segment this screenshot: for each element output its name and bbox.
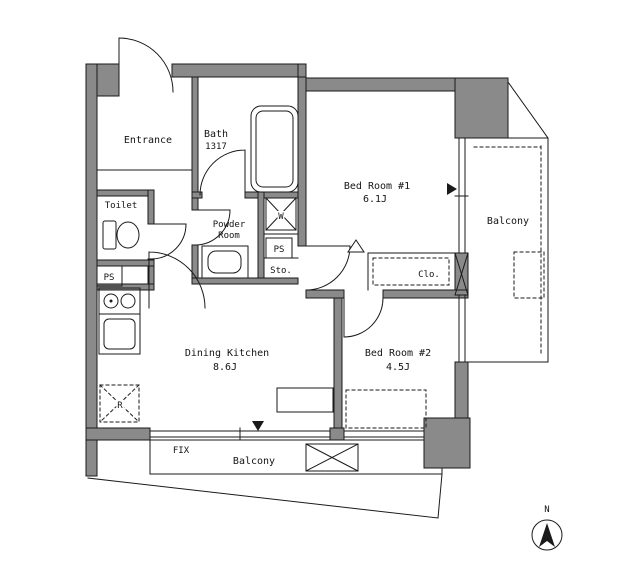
washer-label: W xyxy=(278,212,284,222)
compass: N xyxy=(531,505,563,551)
doors xyxy=(118,37,384,338)
powder-door-swing xyxy=(194,209,231,246)
balcony-right-label: Balcony xyxy=(487,216,529,227)
bathtub xyxy=(250,105,299,193)
window-marker-right-icon xyxy=(447,183,457,195)
bedroom2-size-label: 4.5J xyxy=(386,362,410,373)
dining-kitchen-label: Dining Kitchen xyxy=(185,348,269,359)
compass-north-label: N xyxy=(544,505,549,515)
ps-mid-label: PS xyxy=(274,245,285,255)
bedroom2-label: Bed Room #2 xyxy=(365,348,431,359)
window-marker-down-icon xyxy=(252,421,264,431)
washer-space xyxy=(265,197,297,231)
right-balcony-dashed-lines xyxy=(473,145,545,357)
shaft-hatch xyxy=(454,252,469,296)
vanity-sink xyxy=(201,245,249,279)
entrance-label: Entrance xyxy=(124,135,172,146)
dining-kitchen-size-label: 8.6J xyxy=(213,362,237,373)
hall-door-swing xyxy=(148,251,206,309)
fix-window-label: FIX xyxy=(173,446,190,456)
dk-counter xyxy=(276,387,334,413)
refrigerator-label: R xyxy=(117,401,123,411)
ps-shaft-left-box xyxy=(96,265,123,287)
labels: Entrance Bath 1317 Toilet PS Powder Room… xyxy=(104,129,530,467)
balcony-bottom-label: Balcony xyxy=(233,456,275,467)
toilet-fixture xyxy=(102,220,140,250)
toilet-door-swing xyxy=(150,223,187,260)
bath-door-swing xyxy=(199,149,246,196)
powder-room-label-line1: Powder xyxy=(213,220,246,230)
bedroom2-door-swing xyxy=(343,297,384,338)
kitchen-counter xyxy=(98,287,141,355)
storage-label: Sto. xyxy=(270,266,292,276)
bedroom1-size-label: 6.1J xyxy=(363,194,387,205)
toilet-label: Toilet xyxy=(105,201,138,211)
bedroom1-door-swing xyxy=(305,245,351,291)
bath-size-label: 1317 xyxy=(205,142,227,152)
bath-label: Bath xyxy=(204,129,228,140)
closet-dashed-area xyxy=(372,257,450,286)
refrigerator-space xyxy=(99,384,140,423)
compass-circle-icon xyxy=(531,519,563,551)
closet-door-marker-icon xyxy=(347,239,365,253)
bottom-balcony xyxy=(87,439,443,519)
ps-left-label: PS xyxy=(104,273,115,283)
ps-shaft-mid-box xyxy=(265,237,293,259)
closet-label: Clo. xyxy=(418,270,440,280)
windows xyxy=(149,137,469,441)
bedroom1-label: Bed Room #1 xyxy=(344,181,410,192)
powder-room-label-line2: Room xyxy=(218,231,240,241)
bedroom2-dashed-area xyxy=(345,389,427,429)
entrance-door-swing xyxy=(118,37,174,93)
compass-needle-icon xyxy=(539,523,555,547)
